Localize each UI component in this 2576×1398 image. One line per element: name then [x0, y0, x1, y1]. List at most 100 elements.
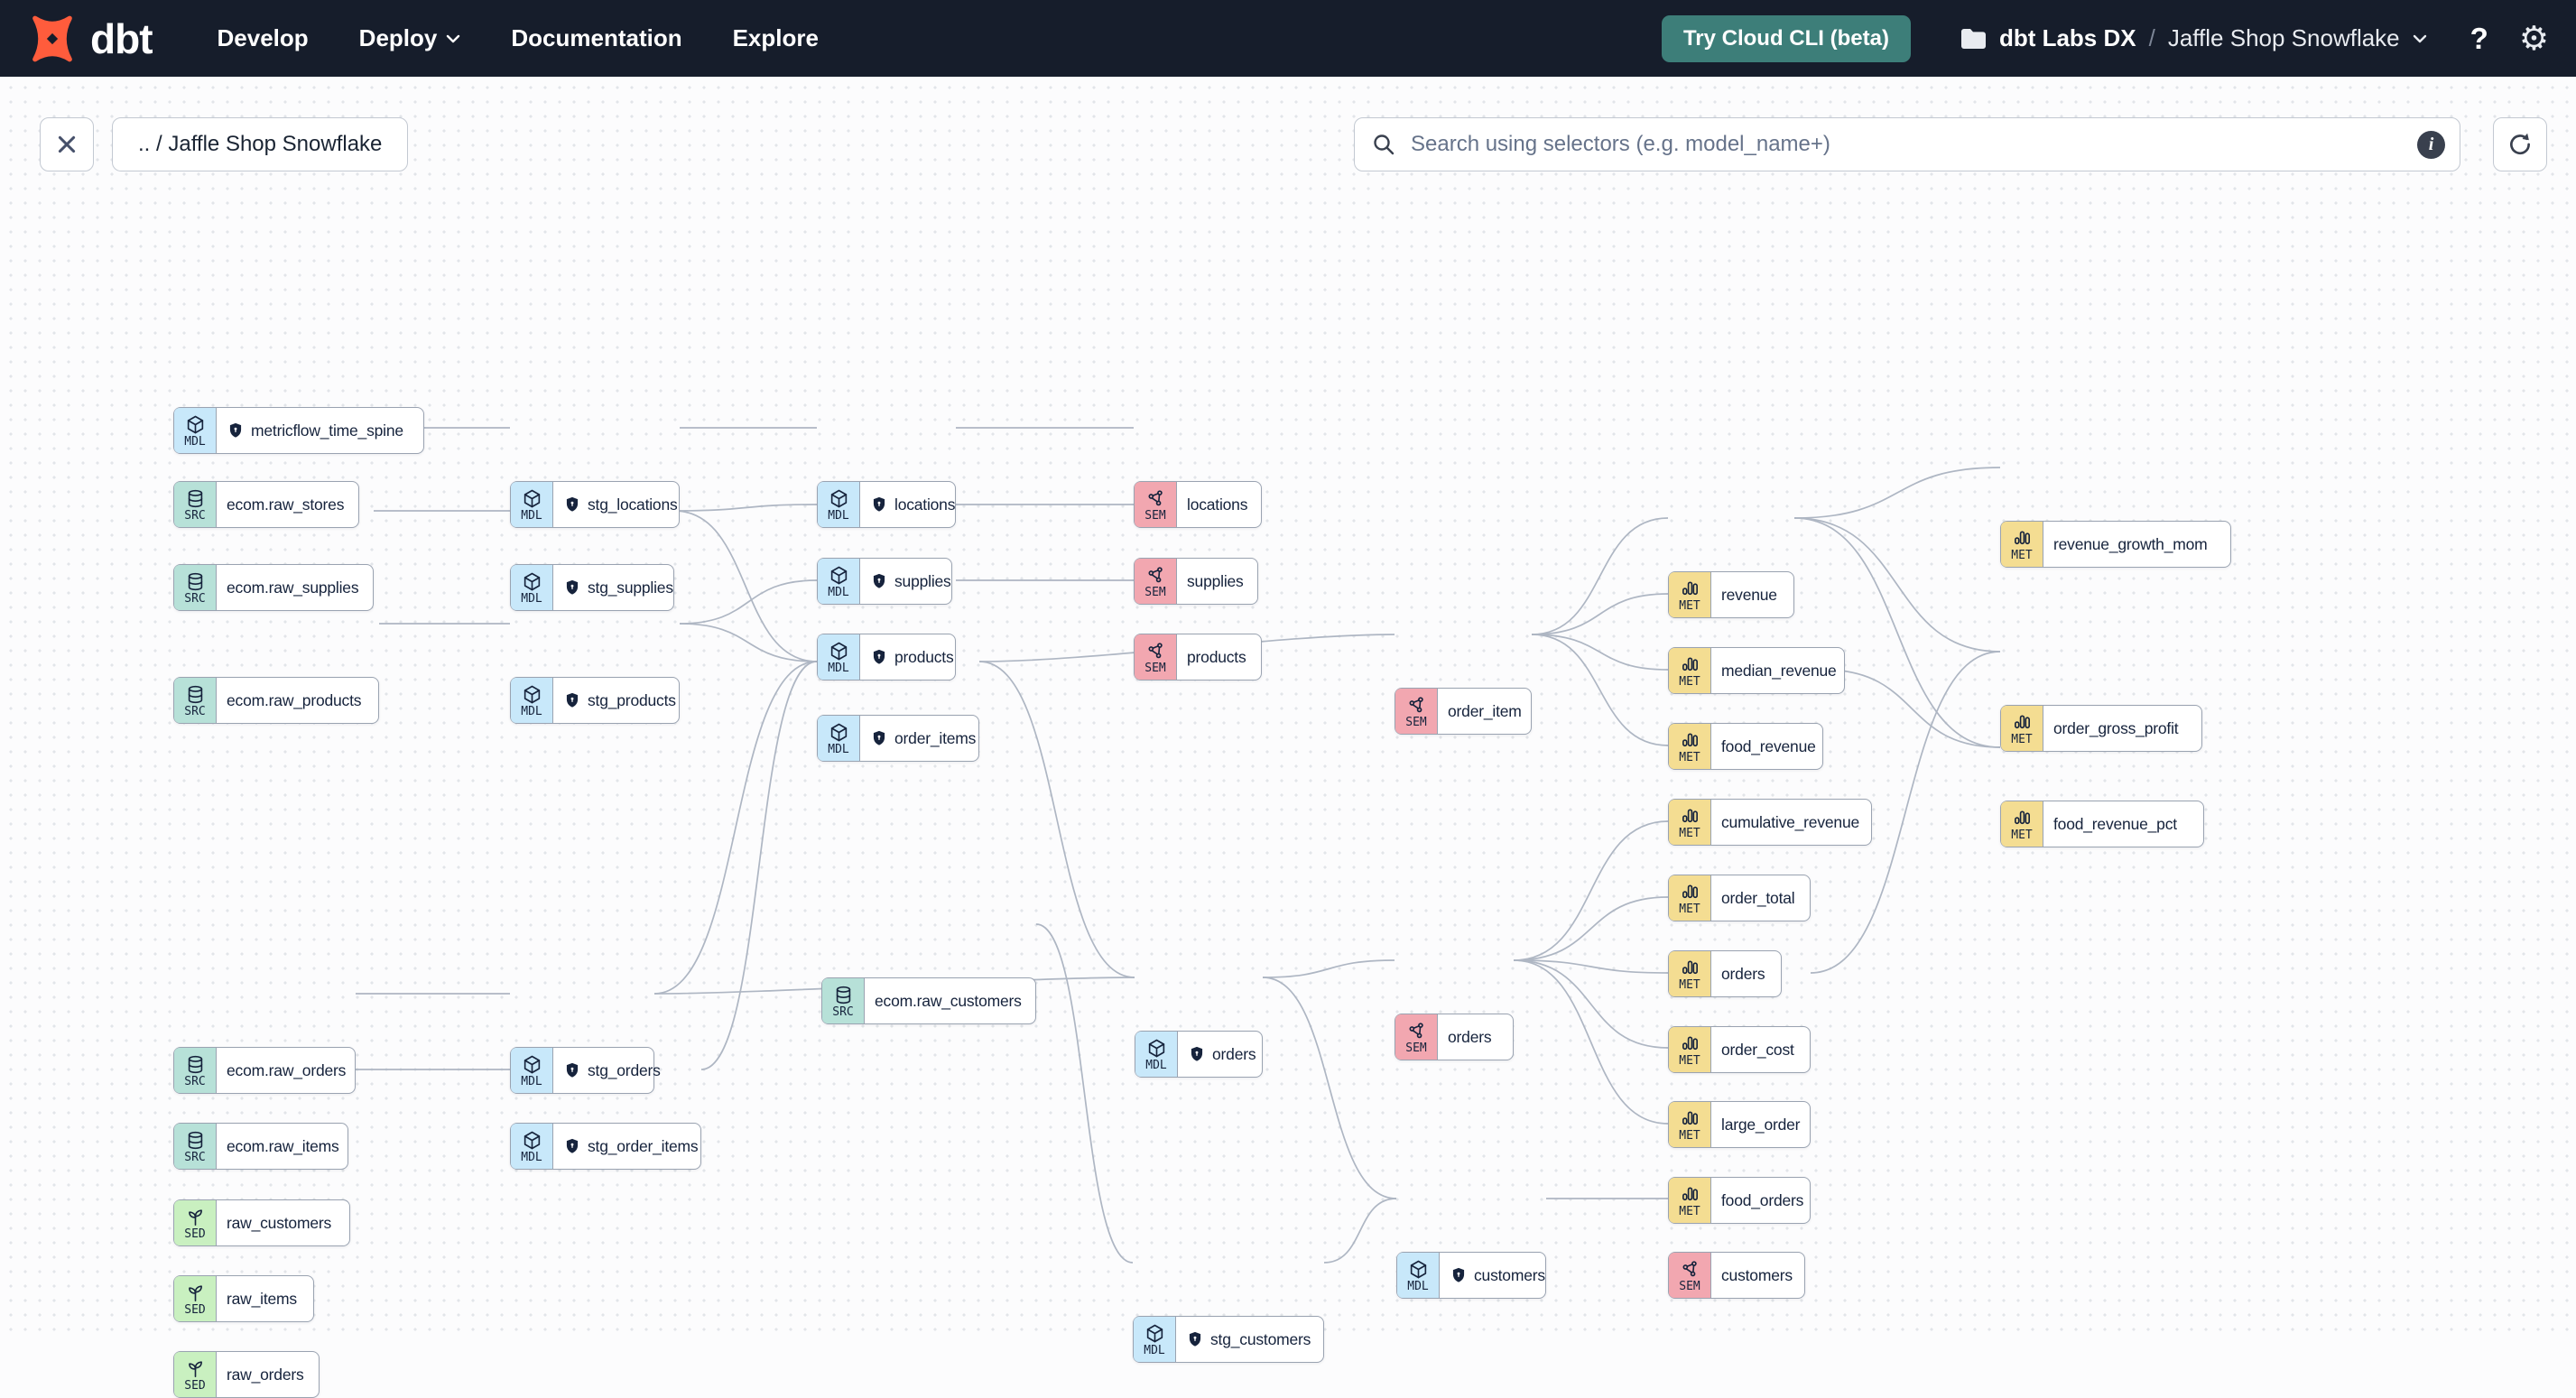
- account-name[interactable]: dbt Labs DX: [1998, 24, 2136, 51]
- graph-node-met_revenue_growth_mom[interactable]: MET revenue_growth_mom: [2000, 521, 2231, 568]
- graph-node-sed_items[interactable]: SED raw_items: [173, 1275, 314, 1322]
- shield-icon: [1188, 1045, 1206, 1063]
- graph-node-met_revenue[interactable]: MET revenue: [1668, 571, 1794, 618]
- edge-sem_order_item-met_food_revenue: [1531, 634, 1669, 671]
- graph-node-src_items[interactable]: SRC ecom.raw_items: [173, 1123, 348, 1170]
- node-label: locations: [894, 495, 956, 514]
- edge-mdl_orders-sem_orders: [1262, 959, 1395, 978]
- nav-deploy[interactable]: Deploy: [359, 24, 461, 52]
- node-label: ecom.raw_supplies: [227, 578, 359, 597]
- semantic-graph-icon: [1145, 488, 1166, 509]
- graph-node-stg_supplies[interactable]: MDL stg_supplies: [510, 564, 674, 611]
- node-label: stg_orders: [588, 1060, 661, 1079]
- graph-node-met_order_total[interactable]: MET order_total: [1668, 875, 1811, 921]
- cube-icon: [522, 684, 542, 705]
- graph-node-met_order_cost[interactable]: MET order_cost: [1668, 1026, 1811, 1073]
- lineage-path-chip[interactable]: .. / Jaffle Shop Snowflake: [112, 117, 409, 171]
- gear-icon[interactable]: ⚙: [2518, 20, 2549, 57]
- graph-node-mdl_supplies[interactable]: MDL supplies: [817, 558, 952, 605]
- shield-icon: [563, 495, 581, 514]
- node-label: large_order: [1721, 1115, 1801, 1134]
- graph-node-sem_order_item[interactable]: SEM order_item: [1395, 688, 1532, 735]
- graph-node-sem_customers[interactable]: SEM customers: [1668, 1252, 1805, 1299]
- graph-node-mts[interactable]: MDL metricflow_time_spine: [173, 407, 424, 454]
- node-label: food_revenue: [1721, 736, 1816, 755]
- edge-sem_orders-met_food_orders: [1513, 959, 1669, 1125]
- nav-documentation[interactable]: Documentation: [511, 24, 682, 51]
- graph-node-mdl_order_items[interactable]: MDL order_items: [817, 715, 979, 762]
- selector-search: i: [1354, 117, 2460, 171]
- graph-node-mdl_locations[interactable]: MDL locations: [817, 481, 956, 528]
- node-type-badge: MET: [1669, 951, 1711, 996]
- graph-node-src_supplies[interactable]: SRC ecom.raw_supplies: [173, 564, 374, 611]
- graph-node-met_median_revenue[interactable]: MET median_revenue: [1668, 647, 1845, 694]
- graph-node-stg_order_items[interactable]: MDL stg_order_items: [510, 1123, 701, 1170]
- graph-node-met_food_revenue[interactable]: MET food_revenue: [1668, 723, 1823, 770]
- graph-node-src_products[interactable]: SRC ecom.raw_products: [173, 677, 379, 724]
- semantic-graph-icon: [1680, 1259, 1700, 1280]
- node-type-badge: MDL: [1135, 1032, 1178, 1077]
- node-type-badge: MDL: [511, 565, 553, 610]
- search-input[interactable]: [1409, 131, 2417, 158]
- graph-node-met_food_orders[interactable]: MET food_orders: [1668, 1177, 1811, 1224]
- graph-node-met_orders[interactable]: MET orders: [1668, 950, 1782, 997]
- graph-node-sem_supplies[interactable]: SEM supplies: [1134, 558, 1258, 605]
- chevron-down-icon[interactable]: [2413, 34, 2427, 43]
- graph-node-mdl_customers[interactable]: MDL customers: [1396, 1252, 1546, 1299]
- graph-node-sem_products[interactable]: SEM products: [1134, 634, 1262, 680]
- node-type-badge: MET: [1669, 724, 1711, 769]
- node-type-badge: SEM: [1395, 689, 1438, 734]
- dbt-logo[interactable]: dbt: [27, 14, 153, 64]
- graph-node-sed_orders[interactable]: SED raw_orders: [173, 1351, 320, 1398]
- lineage-canvas[interactable]: MDL metricflow_time_spine SRC ecom.raw_s…: [0, 77, 2576, 1398]
- graph-node-mdl_products[interactable]: MDL products: [817, 634, 956, 680]
- graph-node-met_cumulative_revenue[interactable]: MET cumulative_revenue: [1668, 799, 1872, 846]
- graph-node-met_food_revenue_pct[interactable]: MET food_revenue_pct: [2000, 801, 2204, 847]
- node-type-badge: MET: [2001, 522, 2043, 567]
- shield-icon: [563, 1061, 581, 1079]
- graph-node-sem_orders[interactable]: SEM orders: [1395, 1014, 1514, 1060]
- info-icon[interactable]: i: [2417, 130, 2445, 159]
- graph-node-stg_products[interactable]: MDL stg_products: [510, 677, 680, 724]
- graph-node-stg_locations[interactable]: MDL stg_locations: [510, 481, 680, 528]
- node-label: metricflow_time_spine: [251, 421, 403, 440]
- graph-node-met_order_gross_profit[interactable]: MET order_gross_profit: [2000, 705, 2202, 752]
- edge-stg_orders-mdl_order_items: [653, 661, 818, 995]
- node-label: supplies: [1187, 571, 1244, 590]
- graph-node-src_orders[interactable]: SRC ecom.raw_orders: [173, 1047, 356, 1094]
- node-type-badge: MDL: [818, 482, 860, 527]
- graph-node-stg_customers[interactable]: MDL stg_customers: [1133, 1316, 1324, 1363]
- node-type-badge: SRC: [174, 1048, 217, 1093]
- node-label: order_items: [894, 728, 977, 747]
- node-label: locations: [1187, 495, 1248, 514]
- project-name[interactable]: Jaffle Shop Snowflake: [2167, 24, 2400, 51]
- node-type-badge: SED: [174, 1276, 217, 1321]
- graph-node-mdl_orders[interactable]: MDL orders: [1135, 1031, 1263, 1078]
- nav-explore[interactable]: Explore: [732, 24, 819, 51]
- cube-icon: [522, 488, 542, 509]
- shield-icon: [1450, 1266, 1468, 1284]
- database-icon: [833, 985, 854, 1005]
- graph-node-sed_customers[interactable]: SED raw_customers: [173, 1199, 350, 1246]
- node-label: raw_orders: [227, 1365, 304, 1384]
- node-label: ecom.raw_stores: [227, 495, 345, 514]
- cube-icon: [522, 571, 542, 592]
- node-type-badge: MDL: [511, 678, 553, 723]
- seed-icon: [185, 1358, 206, 1379]
- graph-node-met_large_order[interactable]: MET large_order: [1668, 1101, 1811, 1148]
- close-lineage-button[interactable]: [40, 117, 94, 171]
- graph-node-src_stores[interactable]: SRC ecom.raw_stores: [173, 481, 359, 528]
- graph-node-src_customers[interactable]: SRC ecom.raw_customers: [821, 977, 1036, 1024]
- logo-text: dbt: [90, 14, 153, 62]
- node-type-badge: MET: [1669, 875, 1711, 921]
- try-cloud-cli-button[interactable]: Try Cloud CLI (beta): [1661, 14, 1911, 62]
- refresh-button[interactable]: [2493, 117, 2547, 171]
- node-type-badge: MET: [1669, 572, 1711, 617]
- graph-node-stg_orders[interactable]: MDL stg_orders: [510, 1047, 661, 1094]
- edge-stg_supplies-mdl_supplies: [673, 504, 818, 512]
- help-icon[interactable]: ?: [2469, 21, 2488, 55]
- nav-develop[interactable]: Develop: [217, 24, 309, 51]
- metric-chart-icon: [1680, 1184, 1700, 1205]
- close-icon: [58, 135, 76, 153]
- graph-node-sem_locations[interactable]: SEM locations: [1134, 481, 1262, 528]
